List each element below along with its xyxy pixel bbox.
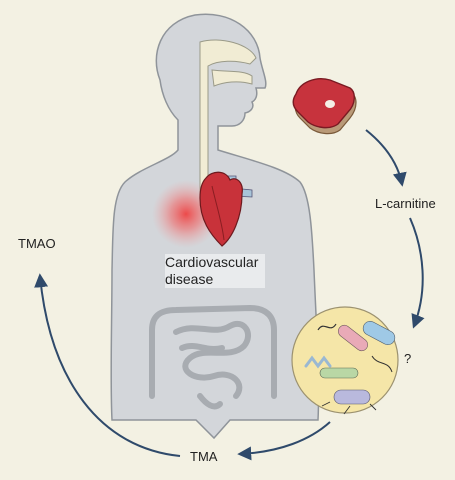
bacteria-icon bbox=[291, 306, 399, 415]
cvd-line-1: Cardiovascular bbox=[165, 254, 259, 270]
arrow-meat-to-carnitine bbox=[365, 129, 407, 187]
tmao-label: TMAO bbox=[18, 236, 56, 251]
mouth-cavity bbox=[211, 69, 253, 87]
arrow-tma-to-tmao bbox=[34, 273, 181, 457]
unknown-microbes-label: ? bbox=[404, 351, 412, 366]
arrow-carnitine-to-microbes bbox=[409, 217, 425, 329]
arrow-microbes-to-tma bbox=[237, 421, 331, 461]
cardiovascular-disease-label: Cardiovascular disease bbox=[165, 254, 265, 288]
carnitine-label: L-carnitine bbox=[375, 196, 436, 211]
meat-icon bbox=[292, 78, 357, 135]
tma-label: TMA bbox=[190, 449, 218, 464]
cvd-line-2: disease bbox=[165, 271, 214, 287]
heart-icon bbox=[199, 171, 253, 247]
gut-icon bbox=[149, 304, 277, 410]
